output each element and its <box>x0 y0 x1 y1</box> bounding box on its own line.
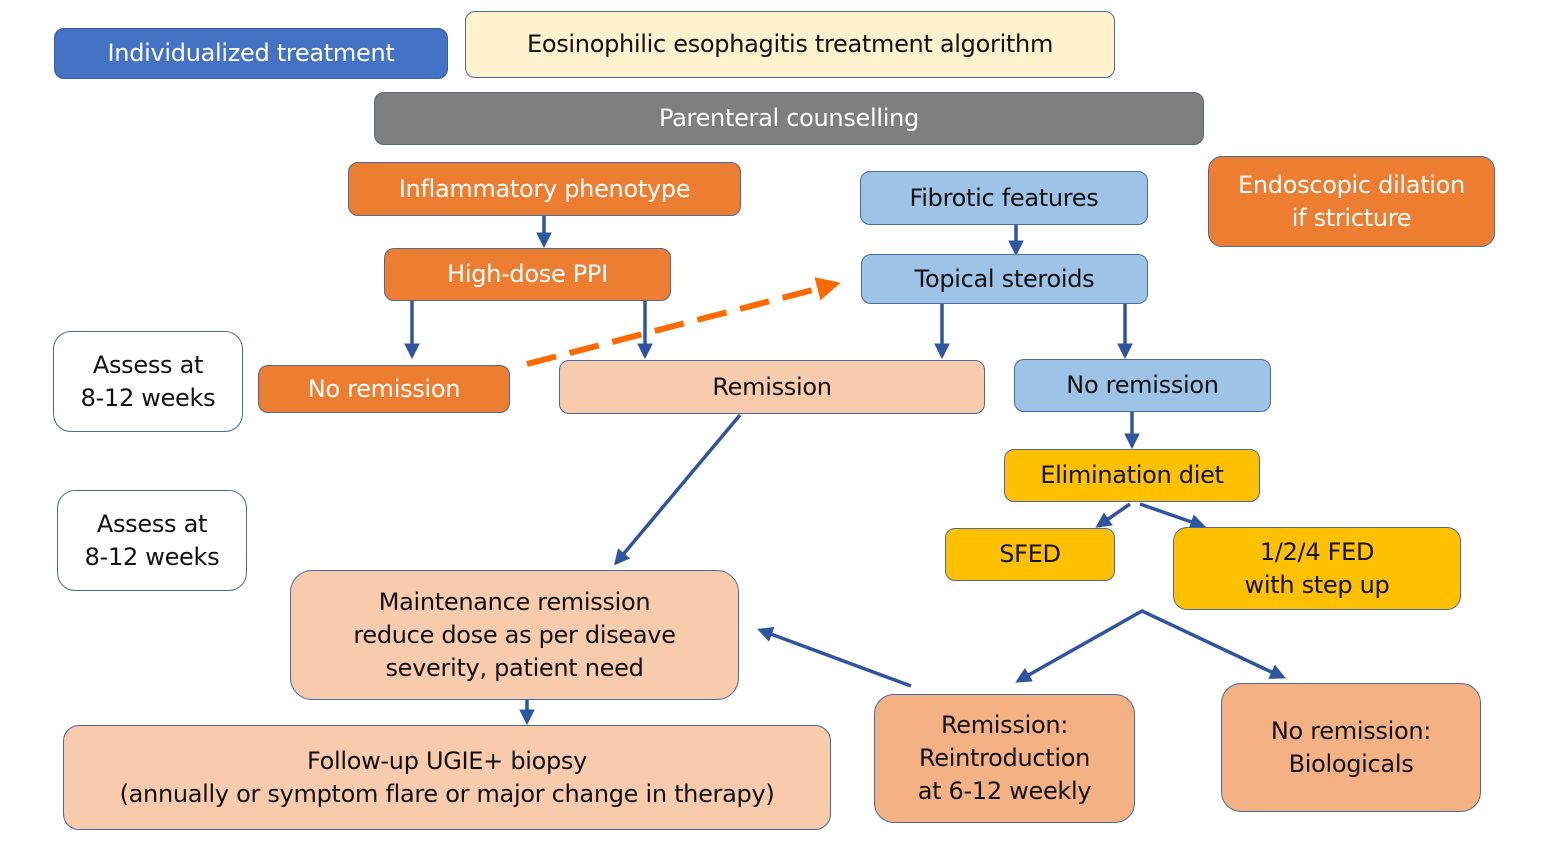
maintenance-remission-node: Maintenance remission reduce dose as per… <box>290 570 739 700</box>
title-node: Eosinophilic esophagitis treatment algor… <box>465 11 1115 78</box>
no-remission-ppi-node: No remission <box>258 365 510 413</box>
biologicals-node: No remission: Biologicals <box>1221 683 1481 812</box>
endoscopic-dilation-node: Endoscopic dilation if stricture <box>1208 156 1495 247</box>
edge-remission-maintenance <box>613 413 742 566</box>
sfed-node: SFED <box>945 528 1115 581</box>
fibrotic-features-node: Fibrotic features <box>860 171 1148 225</box>
edge-fed-biologicals-head <box>1268 664 1286 679</box>
edge-no-remission-steroids-dashed <box>526 277 841 367</box>
edge-reintroduction-maintenance <box>757 626 912 688</box>
high-dose-ppi-node: High-dose PPI <box>384 248 671 301</box>
edge-elimination-sfed <box>1095 502 1131 528</box>
edge-fed-reintroduction-head <box>1015 667 1033 683</box>
reintroduction-node: Remission: Reintroduction at 6-12 weekly <box>874 694 1135 823</box>
assess-8-12-weeks-node-2: Assess at 8-12 weeks <box>57 490 247 591</box>
inflammatory-phenotype-node: Inflammatory phenotype <box>348 162 741 216</box>
assess-8-12-weeks-node-1: Assess at 8-12 weeks <box>53 331 243 432</box>
remission-node: Remission <box>559 360 985 414</box>
fed-step-up-node: 1/2/4 FED with step up <box>1173 527 1461 610</box>
topical-steroids-node: Topical steroids <box>861 254 1148 304</box>
edge-elimination-fed <box>1139 502 1206 530</box>
elimination-diet-node: Elimination diet <box>1004 449 1260 502</box>
individualized-treatment-node: Individualized treatment <box>54 28 448 79</box>
parenteral-counselling-node: Parenteral counselling <box>374 92 1204 145</box>
follow-up-biopsy-node: Follow-up UGIE+ biopsy (annually or symp… <box>63 725 831 830</box>
edge-fed-branch <box>1017 609 1283 683</box>
no-remission-steroids-node: No remission <box>1014 359 1271 412</box>
